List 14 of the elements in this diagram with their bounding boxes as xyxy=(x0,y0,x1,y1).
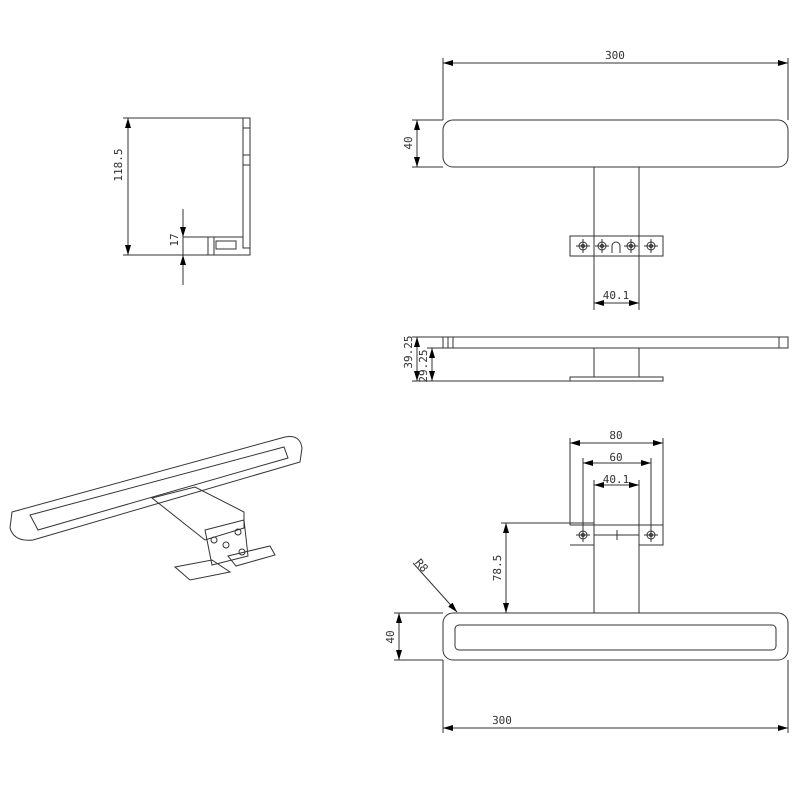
dimension-value: 40 xyxy=(403,136,415,150)
dimension-value: R8 xyxy=(412,557,430,575)
dimension-value: 80 xyxy=(609,430,623,442)
dimension-value: 29.25 xyxy=(418,349,430,383)
dimension-value: 40.1 xyxy=(602,290,630,302)
dimension-value: 60 xyxy=(609,452,623,464)
dimension-value: 78.5 xyxy=(492,554,504,582)
dimension-value: 40.1 xyxy=(602,474,630,486)
dimension-value: 118.5 xyxy=(113,148,125,182)
dimension-value: 39.25 xyxy=(403,335,415,369)
dimension-value: 300 xyxy=(492,715,512,727)
dimension-value: 40 xyxy=(385,630,397,644)
dimension-value: 300 xyxy=(605,50,625,62)
dimension-value: 17 xyxy=(169,233,181,247)
